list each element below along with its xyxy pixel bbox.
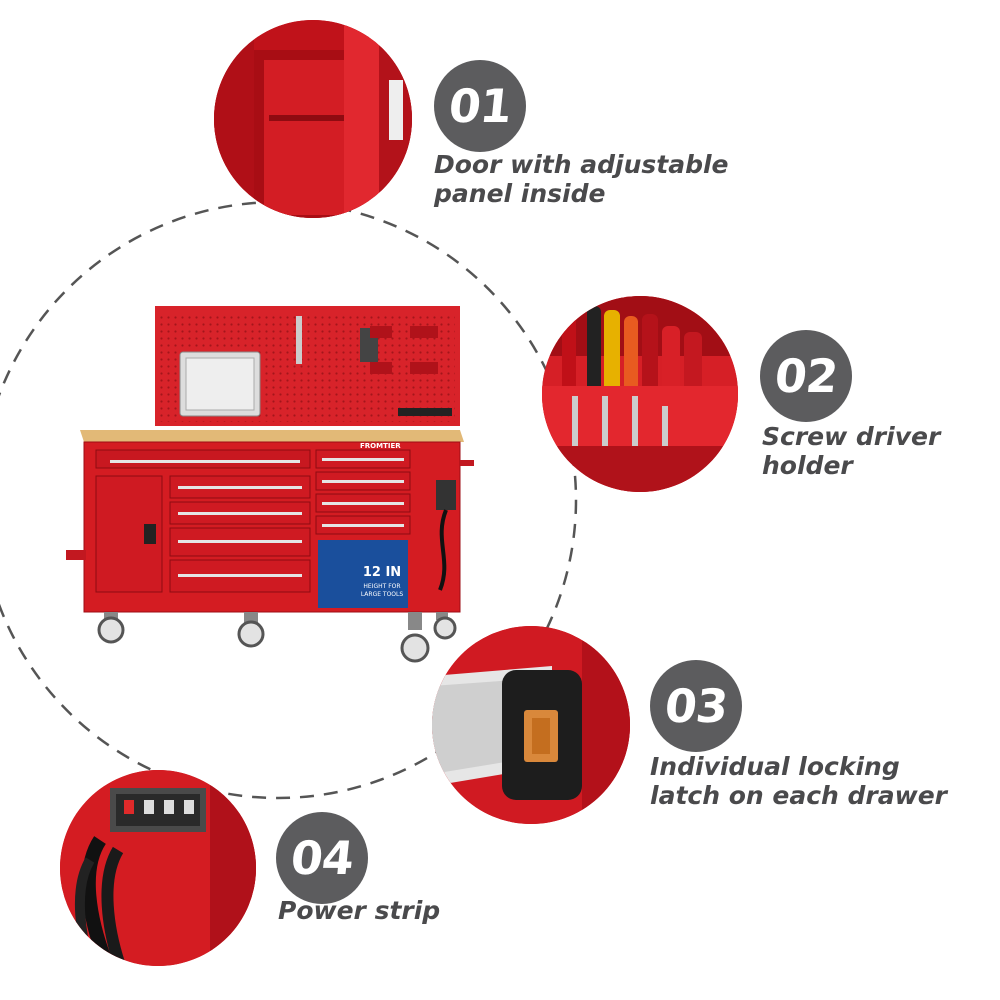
feature-02-number: 02 xyxy=(772,349,840,403)
banner-sub1-text: HEIGHT FOR xyxy=(363,583,400,590)
feature-04-caption: Power strip xyxy=(278,896,440,925)
banner-sub2-text: LARGE TOOLS xyxy=(361,591,404,598)
feature-02-caption: Screw driver holder xyxy=(762,422,940,480)
feature-03-caption-line1: Individual locking xyxy=(650,752,900,781)
wood-worktop xyxy=(80,430,464,442)
banner-size-text: 12 IN xyxy=(363,565,401,580)
feature-04-badge: 04 xyxy=(276,812,368,904)
large-drawer-banner xyxy=(318,540,408,608)
feature-02-caption-line1: Screw driver xyxy=(762,422,941,451)
feature-01-badge: 01 xyxy=(434,60,526,152)
feature-03-badge: 03 xyxy=(650,660,742,752)
feature-03-number: 03 xyxy=(662,679,730,733)
feature-04-caption-line1: Power strip xyxy=(278,896,441,925)
feature-01-caption-line1: Door with adjustable xyxy=(434,150,729,179)
feature-03-caption-line2: latch on each drawer xyxy=(650,781,948,810)
feature-01-number: 01 xyxy=(446,79,514,133)
feature-02-caption-line2: holder xyxy=(762,451,853,480)
caster-wheels xyxy=(97,612,457,663)
feature-01-caption: Door with adjustable panel inside xyxy=(434,150,729,208)
feature-02-badge: 02 xyxy=(760,330,852,422)
detail-power-strip-image xyxy=(60,770,256,966)
tool-chest-product-image: 12 IN HEIGHT FOR LARGE TOOLS FROMTIER xyxy=(66,306,474,663)
feature-04-number: 04 xyxy=(288,831,356,885)
detail-locking-latch-image xyxy=(432,626,630,824)
brand-logo-text: FROMTIER xyxy=(360,442,401,450)
feature-03-caption: Individual locking latch on each drawer xyxy=(650,752,947,810)
wrench-on-pegboard xyxy=(296,316,302,364)
detail-door-image xyxy=(214,20,412,218)
detail-screwdriver-holder-image xyxy=(542,296,738,492)
pegboard-label-plate xyxy=(398,408,452,416)
feature-01-caption-line2: panel inside xyxy=(434,179,606,208)
side-power-strip xyxy=(436,480,456,510)
